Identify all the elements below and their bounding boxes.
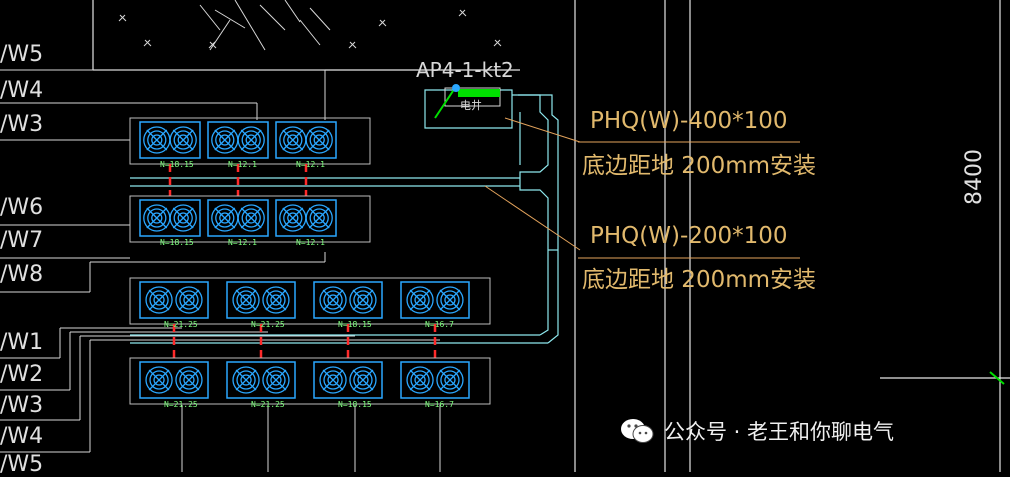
wire-label-w6: /W6 (0, 195, 44, 220)
cabinet-rows (129, 117, 491, 405)
wire-label-w1: /W1 (0, 330, 44, 355)
cable-tray (130, 89, 559, 344)
wire-label-w5: /W5 (0, 42, 44, 67)
cabinet (275, 121, 337, 159)
panel-tag: AP4-1-kt2 (416, 58, 514, 82)
wire-label-w5b: /W5 (0, 452, 44, 477)
n-value-label: N=18.15 (338, 400, 372, 409)
wire-label-w4b: /W4 (0, 424, 44, 449)
n-value-label: N=12.1 (296, 160, 325, 169)
wire-label-w7: /W7 (0, 228, 44, 253)
dimension-text: 8400 (962, 149, 987, 205)
wire-leaders (0, 69, 441, 472)
n-value-label: N=16.7 (425, 400, 454, 409)
cabinet (226, 361, 296, 399)
cabinet (313, 281, 383, 319)
watermark-text: 公众号 · 老王和你聊电气 (664, 420, 895, 444)
n-value-label: N=18.15 (338, 320, 372, 329)
cabinet (207, 199, 269, 237)
tray-spec-1: PHQ(W)-400*100 (590, 108, 788, 134)
wire-label-w4: /W4 (0, 78, 44, 103)
row-frame (129, 195, 371, 243)
n-value-label: N=12.1 (296, 238, 325, 247)
n-value-label: N=21.25 (164, 320, 198, 329)
wechat-icon (621, 419, 654, 443)
tray-install-2: 底边距地 200mm安装 (582, 267, 817, 293)
n-value-label: N=21.25 (251, 400, 285, 409)
row-frame (129, 117, 371, 165)
cabinet (139, 281, 209, 319)
cabinet (275, 199, 337, 237)
n-value-label: N=21.25 (164, 400, 198, 409)
cabinet (139, 199, 201, 237)
n-value-label: N=21.25 (251, 320, 285, 329)
cabinet (139, 361, 209, 399)
annotation-leaders (484, 117, 800, 259)
wire-label-w2: /W2 (0, 362, 44, 387)
n-value-label: N=12.1 (228, 160, 257, 169)
n-value-label: N=18.15 (160, 238, 194, 247)
n-value-label: N=12.1 (228, 238, 257, 247)
tray-install-1: 底边距地 200mm安装 (582, 153, 817, 179)
cabinet (313, 361, 383, 399)
cabinet (139, 121, 201, 159)
n-value-label: N=18.15 (160, 160, 194, 169)
cabinet (207, 121, 269, 159)
tray-spec-2: PHQ(W)-200*100 (590, 223, 788, 249)
cabinet (400, 361, 470, 399)
n-value-label: N=16.7 (425, 320, 454, 329)
electric-well (434, 84, 501, 119)
wire-label-w3b: /W3 (0, 393, 44, 418)
cabinet (226, 281, 296, 319)
wire-label-w3: /W3 (0, 112, 44, 137)
row-frame (129, 277, 491, 325)
wire-label-w8: /W8 (0, 262, 44, 287)
well-tag: 电井 (460, 99, 482, 112)
row-frame (129, 357, 491, 405)
plant-symbols (118, 0, 502, 51)
cabinet (400, 281, 470, 319)
watermark: 公众号 · 老王和你聊电气 (620, 412, 894, 450)
dimension-mark (989, 371, 1005, 385)
